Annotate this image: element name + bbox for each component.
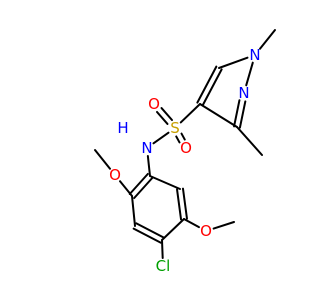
bond-ar5-ar6-a — [181, 187, 188, 220]
bonds — [94, 29, 276, 260]
atom-label-n1: N — [249, 46, 260, 64]
bond-ar1-ar2-b — [133, 177, 154, 200]
bond-ar5-o-ome2 — [183, 218, 200, 229]
bond-ar1-ar2-a — [128, 172, 149, 195]
atom-label-n-amide: N — [141, 139, 152, 157]
atom-label-s: S — [170, 119, 180, 137]
bond-c5-n1 — [218, 56, 249, 69]
bond-c4-c5-b — [196, 65, 218, 104]
atom-label-o-ome2: O — [200, 222, 212, 240]
bond-ar4-ar5 — [161, 218, 185, 241]
bond-n1-me1 — [258, 29, 276, 50]
atom-label-o-top: O — [148, 95, 160, 113]
bond-ar2-o-ome1 — [119, 180, 133, 197]
bond-ar3-ar4-b — [135, 222, 165, 239]
atom-label-cl: Cl — [156, 257, 171, 275]
bond-s-o-top-a — [160, 107, 173, 122]
bond-ar6-ar1 — [149, 175, 181, 190]
atom-label-o-ome1: O — [109, 166, 121, 184]
bond-c4-c5-a — [201, 68, 223, 107]
bond-n1-n2 — [245, 61, 254, 87]
bond-s-o-bottom-b — [180, 132, 186, 141]
bond-c3-c4 — [199, 103, 238, 128]
bond-s-o-top-b — [156, 110, 169, 125]
bond-o-ome1-ome1c — [94, 149, 112, 170]
bond-ar4-cl — [161, 239, 164, 260]
bond-n-amide-s — [152, 131, 170, 145]
bond-n2-c3-a — [233, 99, 241, 128]
bond-ar2-ar3 — [131, 195, 136, 227]
bond-s-o-bottom-a — [175, 135, 181, 144]
atom-label-o-bottom: O — [180, 139, 192, 157]
bond-ar3-ar4-a — [132, 227, 162, 244]
bond-c3-me3 — [236, 126, 263, 156]
atom-label-n2: N — [238, 84, 249, 102]
bond-ar5-ar6-b — [176, 188, 183, 221]
bond-s-c4 — [179, 103, 201, 124]
bond-n-amide-ar1 — [146, 154, 151, 177]
atom-label-h-amide: H — [117, 119, 128, 137]
bond-n2-c3-b — [238, 100, 247, 129]
bond-o-ome2-ome2c — [212, 221, 235, 230]
